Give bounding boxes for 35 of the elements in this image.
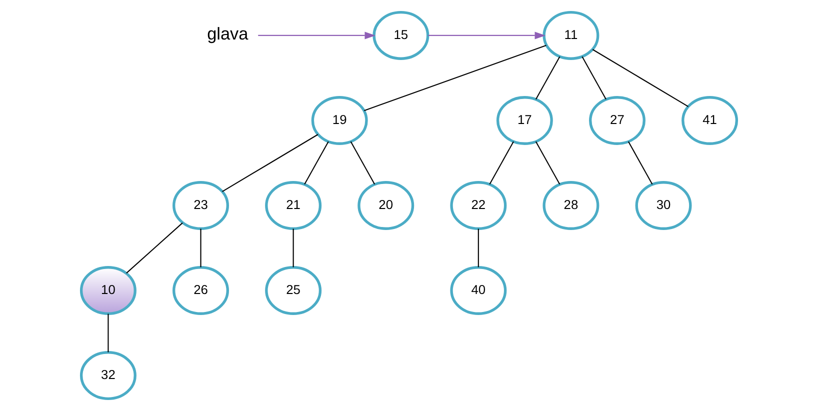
connector (534, 56, 560, 100)
connector (304, 141, 328, 185)
node-ellipse: 22 (450, 181, 506, 230)
connector (292, 228, 294, 268)
connector (534, 141, 560, 185)
node-ellipse: 23 (172, 181, 228, 230)
node-ellipse: 19 (310, 96, 368, 145)
connector (200, 228, 201, 268)
node-ellipse: 21 (264, 181, 322, 230)
arrow (258, 32, 375, 40)
connector (222, 134, 318, 192)
connector (363, 44, 546, 112)
node-text: glava (206, 24, 248, 44)
connector (126, 222, 182, 274)
node-ellipse: 27 (588, 96, 645, 145)
node-ellipse: 28 (542, 181, 599, 230)
connector (477, 228, 478, 268)
connector (350, 141, 375, 185)
node-ellipse: 25 (264, 266, 322, 315)
connector (627, 141, 652, 185)
node-ellipse: 41 (681, 96, 738, 145)
arrow (428, 32, 546, 40)
node-ellipse: 30 (634, 181, 692, 230)
node-ellipse: 26 (172, 266, 228, 315)
connector (107, 314, 108, 352)
node-ellipse: 11 (542, 10, 599, 60)
node-ellipse: 32 (79, 351, 136, 400)
node-ellipse: 40 (450, 266, 506, 315)
connector (581, 56, 606, 100)
node-ellipse: 17 (496, 96, 552, 145)
node-ellipse: 20 (357, 181, 414, 230)
connector (592, 49, 688, 107)
node-ellipse: 15 (372, 10, 429, 60)
connector (488, 141, 514, 185)
node-ellipse: 10 (79, 266, 136, 315)
